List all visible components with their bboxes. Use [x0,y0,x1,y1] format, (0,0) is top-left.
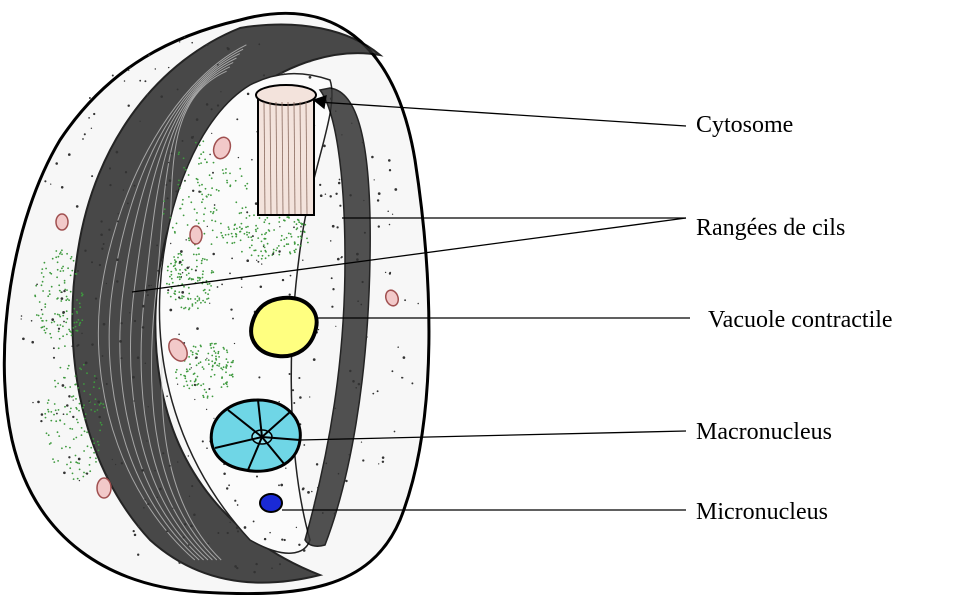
label-micronucleus: Micronucleus [696,500,828,524]
label-rangees-de-cils: Rangées de cils [696,216,845,240]
contractile-vacuole [251,298,317,356]
micronucleus [260,494,282,512]
cytosome [256,85,316,215]
label-cytosome: Cytosome [696,113,793,137]
food-vacuole [56,214,68,230]
food-vacuole [190,226,202,244]
food-vacuole [97,478,111,498]
label-macronucleus: Macronucleus [696,420,832,444]
macronucleus [211,400,300,471]
label-vacuole-contractile: Vacuole contractile [708,308,893,332]
